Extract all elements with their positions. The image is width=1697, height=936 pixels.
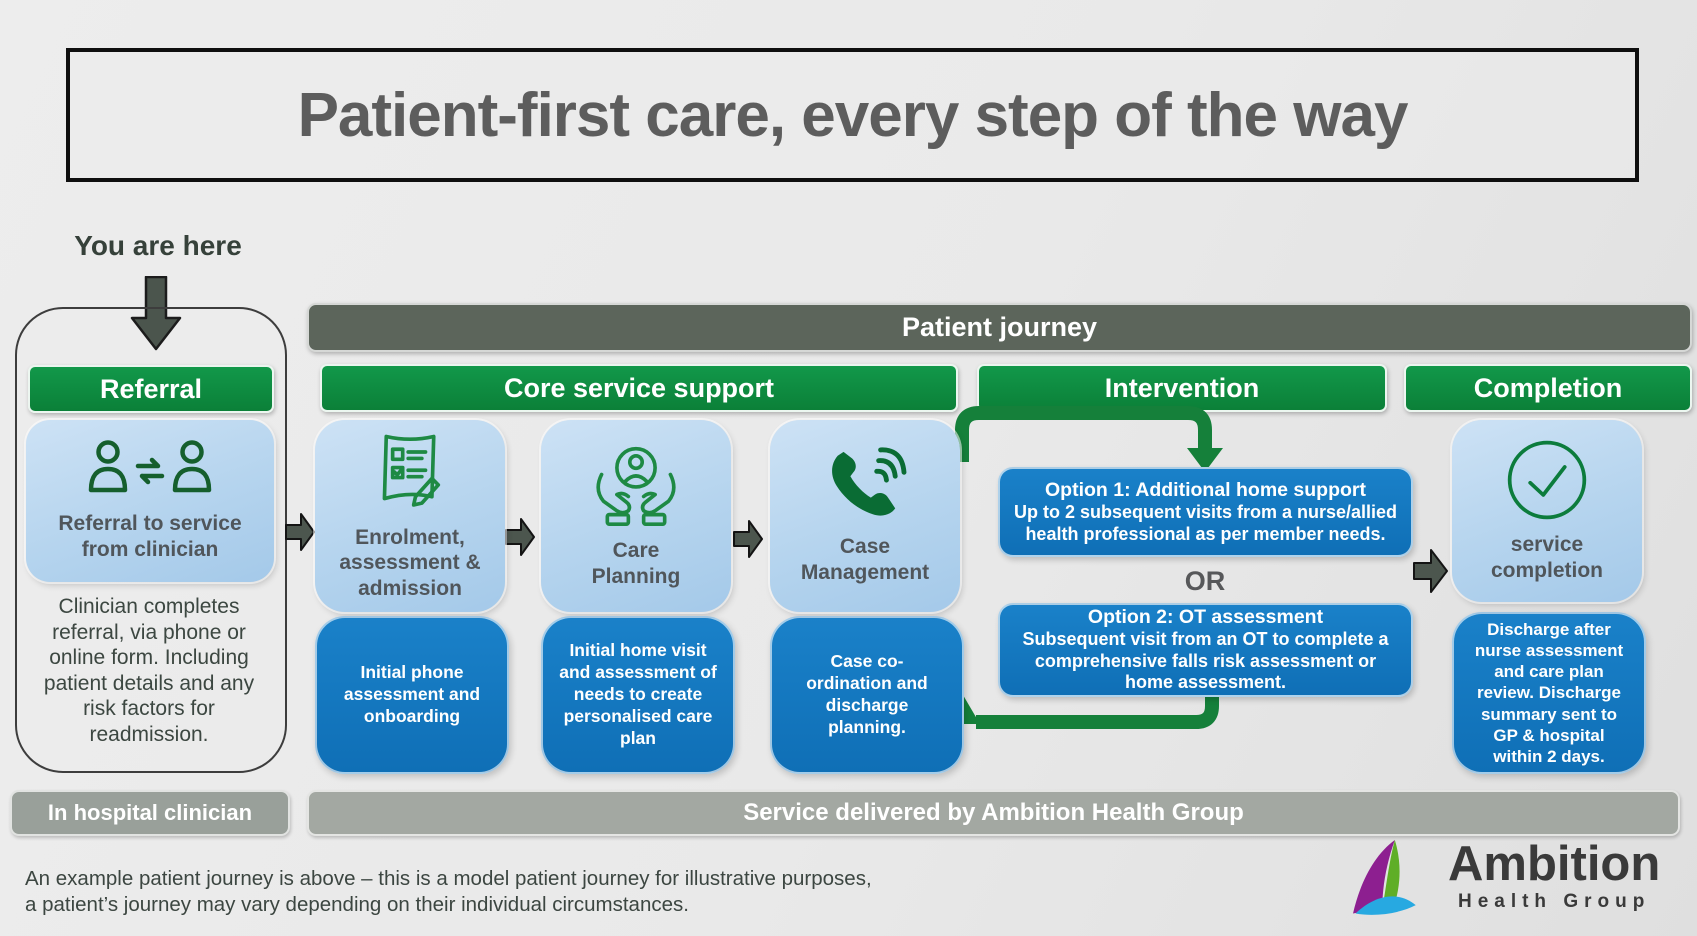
case-coordination-detail-text: Case co-ordination and discharge plannin…: [806, 651, 928, 737]
checklist-form-icon: [382, 434, 441, 507]
title-box: Patient-first care, every step of the wa…: [66, 48, 1639, 182]
enrolment-detail-text: Initial phone assessment and onboarding: [343, 662, 481, 726]
ambition-logo-mark-icon: [1353, 839, 1416, 915]
service-delivered-bar: Service delivered by Ambition Health Gro…: [307, 790, 1680, 836]
referral-card-label: Referral to service from clinician: [58, 512, 242, 561]
down-arrow-icon: [130, 276, 182, 351]
footnote: An example patient journey is above – th…: [25, 866, 872, 918]
phase-label-core: Core service support: [503, 372, 775, 403]
patient-journey-bar: Patient journey: [307, 303, 1692, 352]
in-hospital-clinician-label: In hospital clinician: [47, 800, 253, 825]
right-arrow-icon: [505, 518, 535, 556]
right-arrow-icon: [285, 513, 315, 551]
patient-journey-label: Patient journey: [901, 312, 1098, 342]
option2-title: Option 2: OT assessment: [1087, 605, 1324, 628]
service-completion-label: service completion: [1490, 533, 1603, 582]
phase-header-intervention: Intervention: [977, 364, 1387, 412]
service-delivered-label: Service delivered by Ambition Health Gro…: [743, 799, 1244, 826]
care-planning-detail-box: Initial home visit and assessment of nee…: [541, 616, 735, 774]
check-circle-icon: [1507, 441, 1587, 520]
care-planning-detail-text: Initial home visit and assessment of nee…: [559, 640, 717, 748]
logo-text: Ambition Health Group: [1448, 840, 1660, 913]
enrolment-card: Enrolment, assessment & admission: [315, 420, 505, 612]
phone-call-icon: [832, 447, 907, 516]
option2-box: Option 2: OT assessment Subsequent visit…: [998, 603, 1413, 697]
option1-title: Option 1: Additional home support: [1045, 478, 1366, 501]
phase-header-completion: Completion: [1404, 364, 1692, 412]
phase-header-referral: Referral: [28, 365, 274, 413]
page-title: Patient-first care, every step of the wa…: [297, 80, 1409, 150]
or-label: OR: [1184, 566, 1226, 596]
care-planning-card: Care Planning: [541, 420, 731, 612]
option1-box: Option 1: Additional home support Up to …: [998, 467, 1413, 557]
logo-tagline: Health Group: [1457, 891, 1651, 912]
phase-label-referral: Referral: [99, 373, 203, 404]
discharge-detail-text: Discharge after nurse assessment and car…: [1474, 619, 1624, 767]
service-completion-card: service completion: [1452, 420, 1642, 602]
footnote-line2: a patient’s journey may vary depending o…: [25, 893, 689, 917]
logo-name: Ambition: [1448, 837, 1661, 891]
phase-label-completion: Completion: [1473, 372, 1623, 403]
hands-holding-person-icon: [596, 447, 676, 527]
discharge-detail-box: Discharge after nurse assessment and car…: [1452, 612, 1646, 774]
option2-body: Subsequent visit from an OT to complete …: [1022, 629, 1389, 693]
right-arrow-icon: [1413, 549, 1448, 593]
enrolment-detail-box: Initial phone assessment and onboarding: [315, 616, 509, 774]
phase-label-intervention: Intervention: [1104, 372, 1260, 403]
right-arrow-icon: [733, 520, 763, 558]
ambition-health-group-logo: Ambition Health Group: [1348, 834, 1660, 922]
people-transfer-icon: [88, 440, 212, 493]
referral-description: Clinician completes referral, via phone …: [43, 595, 255, 747]
case-management-card: Case Management: [770, 420, 960, 612]
case-coordination-detail-box: Case co-ordination and discharge plannin…: [770, 616, 964, 774]
case-management-card-label: Case Management: [800, 535, 930, 584]
connector-to-case-coordination: [976, 694, 1219, 729]
you-are-here-label: You are here: [74, 230, 242, 261]
footnote-line1: An example patient journey is above – th…: [25, 867, 872, 890]
option1-body: Up to 2 subsequent visits from a nurse/a…: [1013, 502, 1398, 544]
enrolment-card-label: Enrolment, assessment & admission: [339, 525, 481, 600]
connector-to-option1: [955, 406, 1212, 462]
in-hospital-clinician-bar: In hospital clinician: [10, 790, 290, 836]
care-planning-card-label: Care Planning: [591, 539, 681, 588]
phase-header-core-service-support: Core service support: [320, 364, 958, 412]
referral-card: Referral to service from clinician: [26, 420, 274, 582]
